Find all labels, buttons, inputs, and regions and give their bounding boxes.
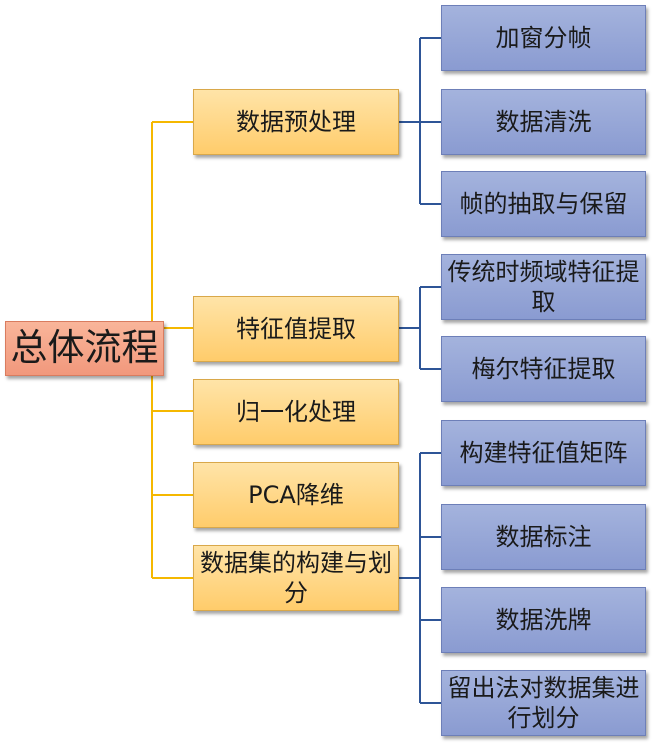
root-label: 总体流程 <box>10 326 159 370</box>
stage-node-dataset-split: 数据集的构建与划分 <box>193 545 399 611</box>
leaf-node: 帧的抽取与保留 <box>441 171 646 237</box>
stage-label: 数据集的构建与划分 <box>200 549 392 607</box>
leaf-node: 数据标注 <box>441 504 646 570</box>
leaf-node: 梅尔特征提取 <box>441 336 646 402</box>
leaf-node: 数据洗牌 <box>441 587 646 653</box>
stage-node-feature-extraction: 特征值提取 <box>193 296 399 362</box>
stage1-branches <box>399 37 441 205</box>
leaf-label: 构建特征值矩阵 <box>459 439 628 467</box>
leaf-node: 传统时频域特征提取 <box>441 254 646 320</box>
stage5-branches <box>399 452 441 704</box>
stage-node-pca: PCA降维 <box>193 462 399 528</box>
stage-label: 特征值提取 <box>236 315 356 343</box>
root-node: 总体流程 <box>5 321 164 376</box>
stage-label: 归一化处理 <box>236 398 356 426</box>
leaf-node: 数据清洗 <box>441 89 646 155</box>
leaf-label: 梅尔特征提取 <box>471 355 616 383</box>
stage-node-preprocessing: 数据预处理 <box>193 89 399 155</box>
leaf-label: 帧的抽取与保留 <box>459 190 628 218</box>
leaf-label: 数据洗牌 <box>495 606 592 634</box>
stage-label: PCA降维 <box>248 481 344 509</box>
leaf-label: 数据标注 <box>495 523 592 551</box>
leaf-label: 加窗分帧 <box>495 24 592 52</box>
leaf-label: 数据清洗 <box>495 108 592 136</box>
leaf-node: 构建特征值矩阵 <box>441 420 646 486</box>
stage-node-normalization: 归一化处理 <box>193 379 399 445</box>
leaf-label: 传统时频域特征提取 <box>447 258 640 316</box>
stage2-branches <box>399 286 441 370</box>
leaf-node: 加窗分帧 <box>441 5 646 71</box>
leaf-node: 留出法对数据集进行划分 <box>441 670 646 736</box>
stage-label: 数据预处理 <box>236 108 356 136</box>
leaf-label: 留出法对数据集进行划分 <box>447 674 640 732</box>
